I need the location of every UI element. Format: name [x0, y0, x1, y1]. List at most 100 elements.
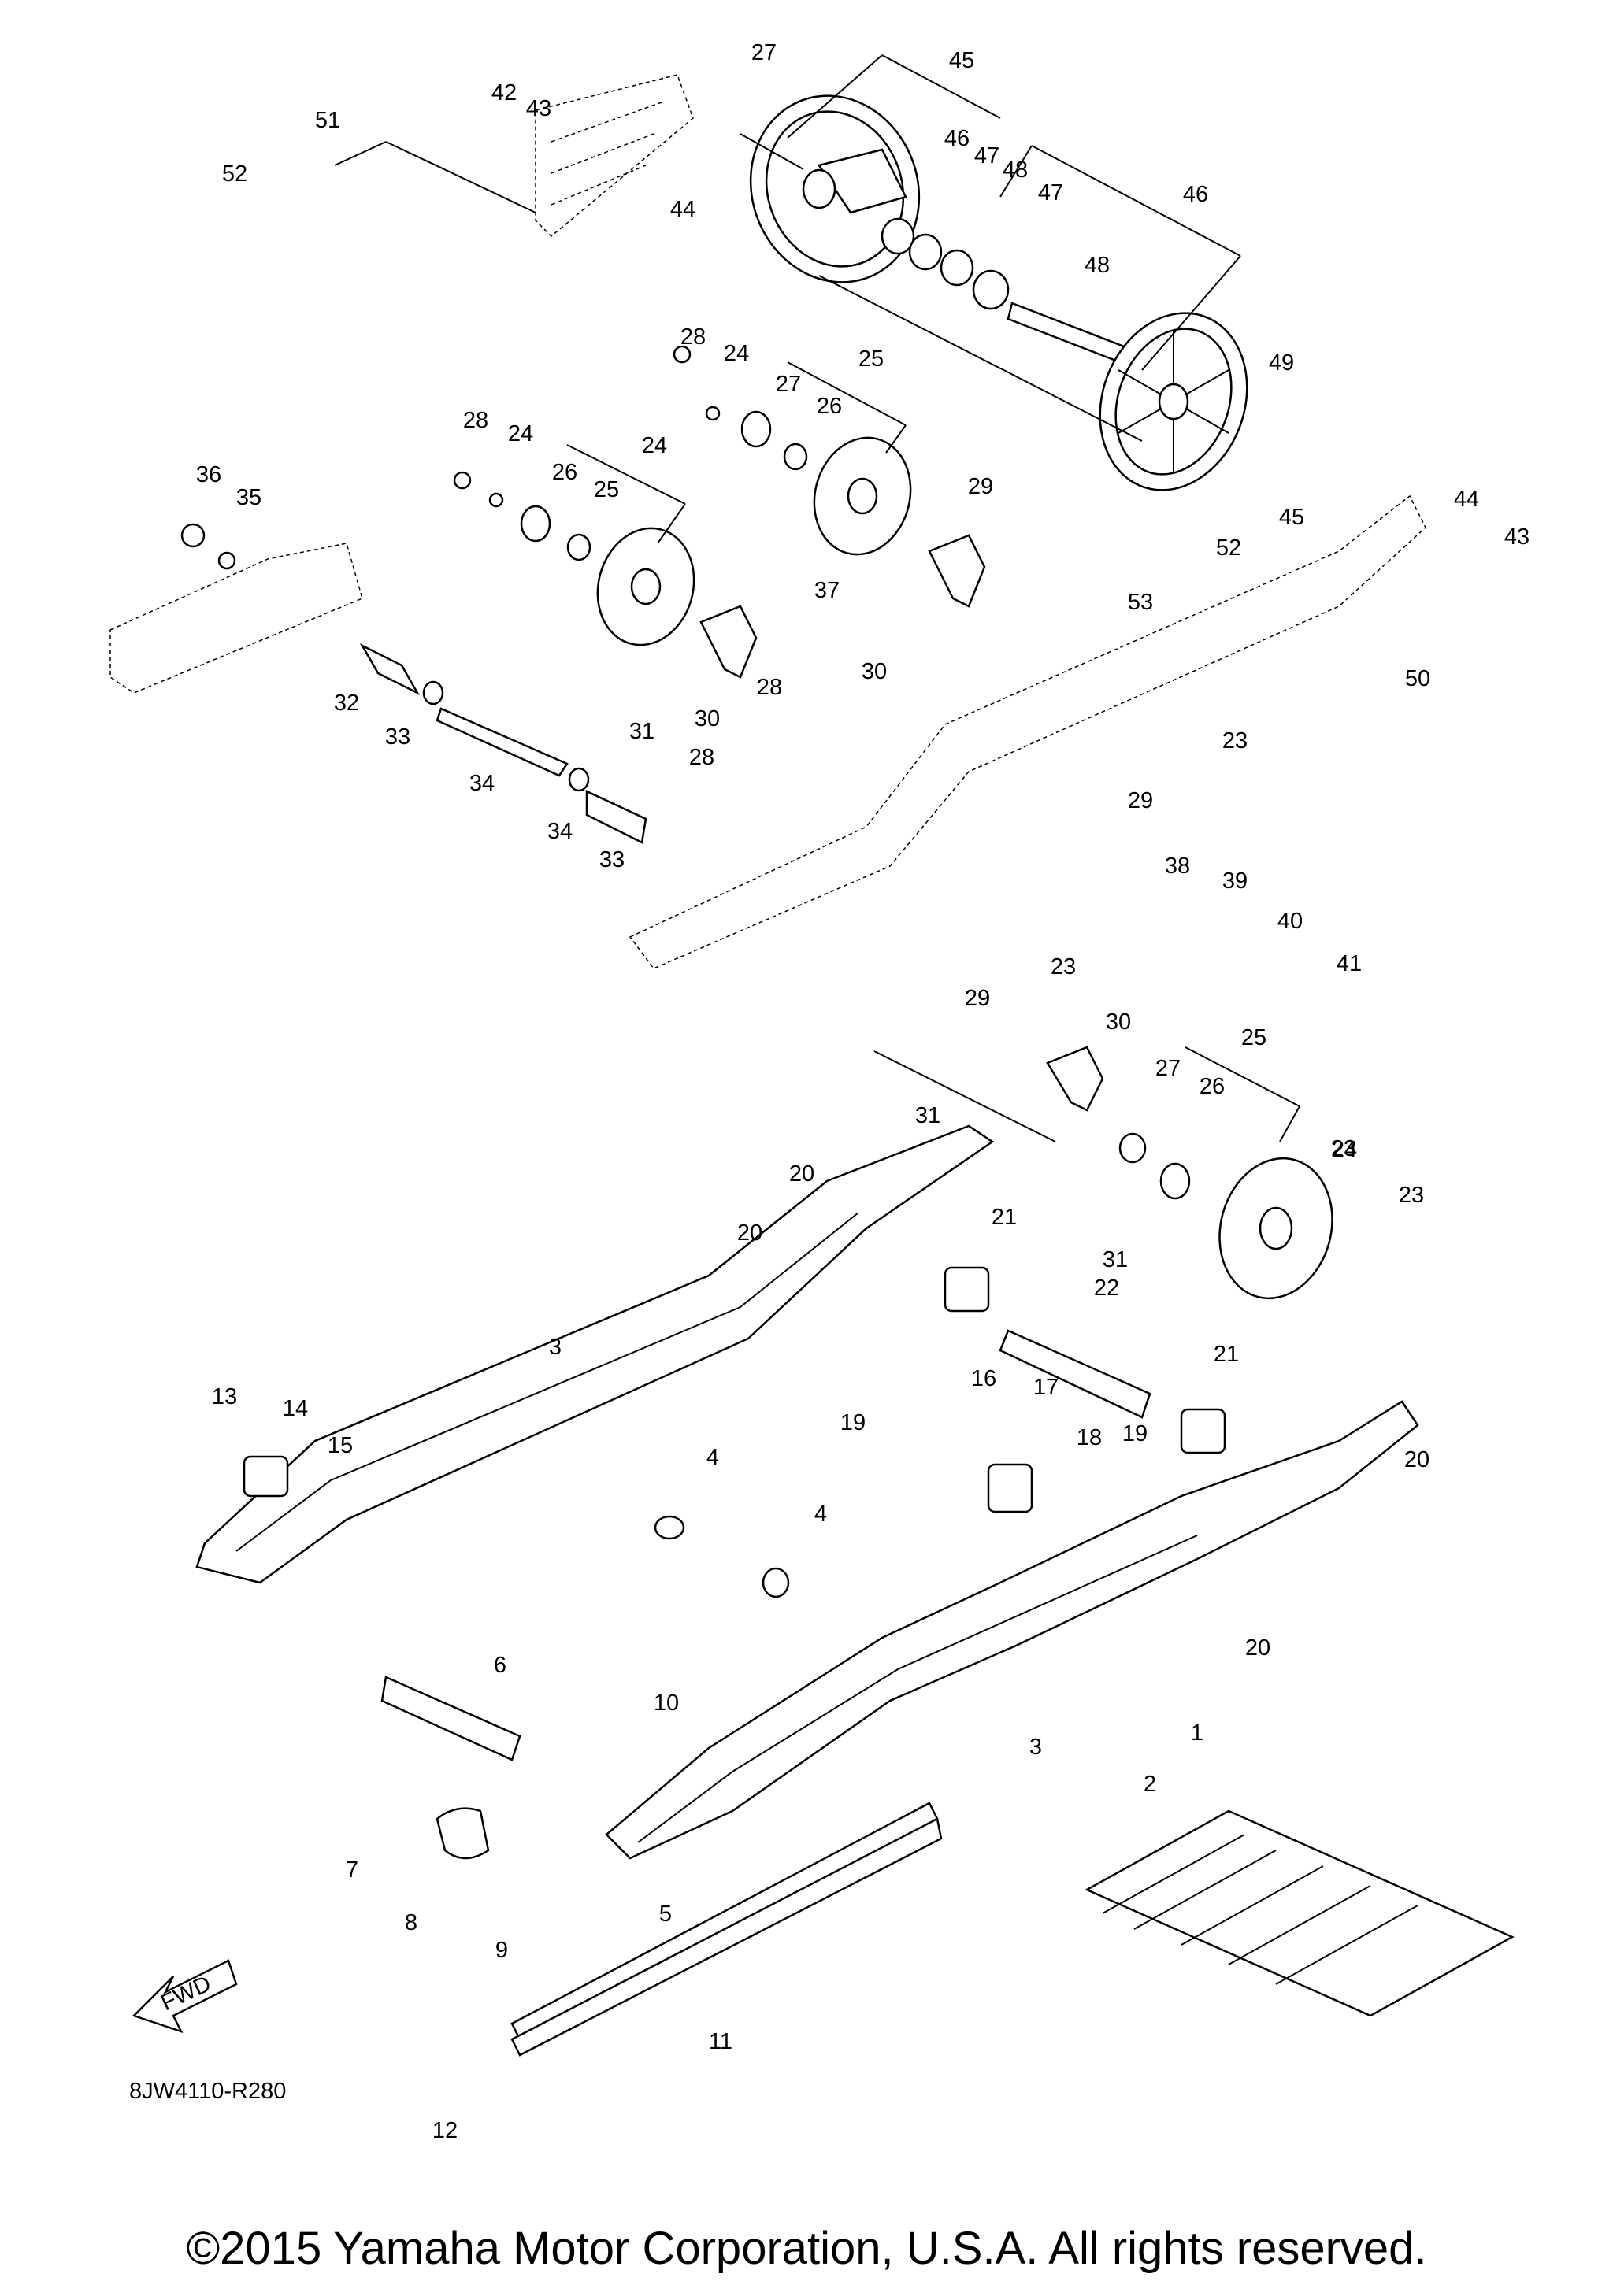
callout-3a: 3 [549, 1335, 562, 1360]
callout-17: 17 [1033, 1375, 1059, 1400]
hyfax-11 [510, 1802, 943, 2057]
callout-32: 31 [915, 1103, 940, 1128]
callout-26a: 25 [594, 477, 619, 502]
lower-wheel [1118, 1132, 1333, 1300]
callout-41: 40 [1277, 909, 1303, 934]
callout-19b: 19 [1122, 1421, 1148, 1446]
arm-30-lower [1046, 1046, 1104, 1112]
callout-47b: 47 [1038, 180, 1063, 206]
callout-27b: 27 [776, 372, 801, 397]
callout-14: 14 [283, 1396, 308, 1421]
callout-11: 11 [709, 2029, 732, 2054]
callout-20d: 20 [1245, 1635, 1270, 1661]
copyright-notice: ©2015 Yamaha Motor Corporation, U.S.A. A… [186, 2223, 1427, 2274]
callout-15: 15 [328, 1433, 353, 1458]
callout-6: 6 [494, 1653, 506, 1678]
callout-44b: 44 [1454, 487, 1479, 512]
callout-24d: 24 [1332, 1137, 1357, 1162]
callout-23b: 23 [1051, 954, 1076, 980]
slide-rail-right [605, 1400, 1419, 1860]
callout-30c: 30 [1106, 1009, 1131, 1035]
leader-lines [334, 54, 1300, 1142]
callout-47a: 46 [944, 126, 970, 151]
callout-2: 2 [1144, 1772, 1156, 1797]
callout-28b: 28 [680, 324, 706, 350]
callout-7: 7 [346, 1857, 358, 1883]
callout-53b: 53 [1128, 590, 1153, 615]
stopper-8 [436, 1807, 490, 1860]
callout-1: 1 [1191, 1720, 1203, 1746]
callout-10: 10 [654, 1691, 679, 1716]
drawing-code: 8JW4110-R280 [129, 2079, 287, 2104]
callout-30b: 30 [695, 706, 720, 731]
callout-28a: 27 [751, 40, 777, 65]
callout-21b: 21 [1214, 1342, 1239, 1367]
callout-31a: 30 [862, 659, 887, 684]
callout-40: 39 [1222, 868, 1248, 894]
callout-42: 41 [1337, 951, 1362, 976]
bearing-set [881, 217, 1010, 310]
track [1085, 1809, 1515, 2017]
mid-wheel-hardware [453, 345, 808, 561]
callout-35: 34 [469, 771, 495, 796]
callout-9: 9 [495, 1938, 508, 1963]
shaft-22 [999, 1329, 1151, 1419]
callout-39: 38 [1165, 854, 1190, 879]
callout-44a: 43 [526, 96, 551, 121]
callout-5: 5 [659, 1902, 672, 1927]
callout-29d: 29 [965, 986, 990, 1011]
callout-46a: 45 [949, 48, 974, 73]
callout-43b: 43 [1504, 524, 1530, 550]
upper-frame-left-ghost [535, 74, 694, 238]
callout-20b: 20 [737, 1220, 762, 1246]
callout-34a: 33 [385, 724, 410, 750]
nut-37 [180, 523, 206, 548]
callout-25c: 25 [1241, 1025, 1266, 1050]
callout-12: 12 [432, 2118, 458, 2143]
callout-13: 13 [212, 1384, 237, 1409]
main-rail-ghost [629, 494, 1426, 969]
callout-45a: 44 [670, 197, 695, 222]
callout-52b: 52 [1216, 535, 1241, 561]
callout-24b: 24 [508, 421, 533, 446]
callout-31c: 31 [1103, 1247, 1128, 1272]
callout-4b: 4 [814, 1502, 827, 1527]
callout-3b: 3 [1029, 1735, 1042, 1760]
slide-rail-left [195, 1124, 995, 1584]
arm-lower [699, 605, 758, 679]
fwd-arrow-icon: FWD [132, 1959, 238, 2034]
callout-21a: 21 [992, 1205, 1017, 1230]
callout-25b: 25 [858, 346, 884, 372]
callout-23a: 23 [1222, 728, 1248, 754]
block-21a [944, 1266, 990, 1313]
callout-26b: 26 [817, 394, 842, 419]
callout-22: 22 [1094, 1276, 1119, 1301]
callout-26c: 26 [1200, 1074, 1225, 1099]
idler-wheel-right [1099, 312, 1248, 491]
callout-46b: 46 [1183, 182, 1208, 207]
block-17 [987, 1463, 1033, 1513]
callout-29a: 28 [689, 745, 714, 770]
block-21b [1180, 1408, 1226, 1454]
block-14 [243, 1455, 289, 1498]
callout-18: 18 [1077, 1425, 1102, 1450]
long-bolt-32 [873, 1050, 1056, 1142]
callout-24c: 24 [724, 341, 749, 366]
callout-27c: 27 [1155, 1056, 1181, 1081]
callout-33a: 32 [334, 691, 359, 716]
callout-28d: 28 [757, 675, 782, 700]
callout-29c: 29 [965, 986, 990, 1011]
callout-29b: 29 [1128, 788, 1153, 813]
shaft-6 [380, 1676, 521, 1761]
callout-4a: 4 [706, 1445, 719, 1470]
callout-33b: 33 [599, 847, 625, 872]
callout-51: 50 [1405, 666, 1430, 691]
mid-wheel-upper [813, 436, 912, 556]
callout-48b: 48 [1003, 157, 1028, 183]
callout-23c: 23 [1399, 1183, 1424, 1208]
callout-43a: 42 [491, 80, 517, 106]
callout-45b: 45 [1279, 505, 1304, 530]
idler-wheel-left [749, 94, 921, 283]
callout-34b: 34 [547, 819, 573, 844]
callout-50: 49 [1269, 350, 1294, 376]
